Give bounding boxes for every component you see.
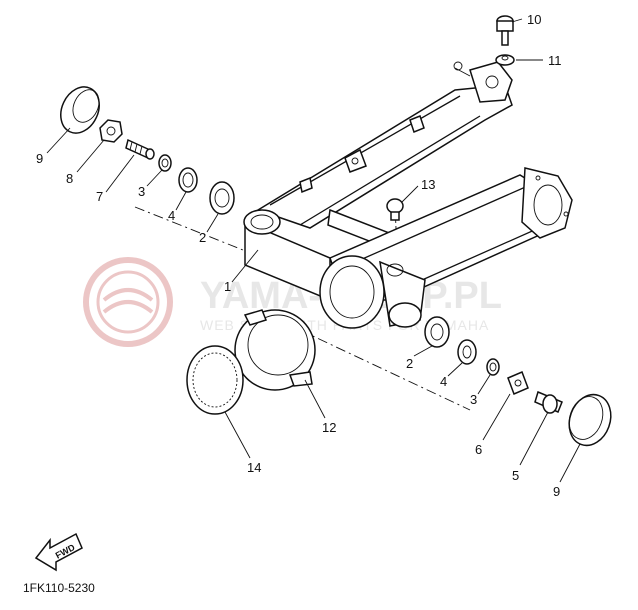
grease-nipple [386,198,404,221]
cap-9-right [568,393,612,447]
bolt-10 [496,15,514,46]
fwd-arrow-icon: FWD [34,532,83,572]
collar-3-right [486,358,500,376]
callout-2-left: 2 [199,230,206,245]
callout-1: 1 [224,279,231,294]
callout-5: 5 [512,468,519,483]
bearing-2-left [209,181,235,215]
washer-11 [495,54,515,66]
callout-8: 8 [66,171,73,186]
callout-labels: 10 11 13 9 8 7 3 4 2 1 2 4 3 6 5 9 12 14 [36,12,562,499]
callout-7: 7 [96,189,103,204]
callout-3-left: 3 [138,184,145,199]
callout-6: 6 [475,442,482,457]
callout-9-left: 9 [36,151,43,166]
cap-9-left [60,86,100,134]
callout-2-right: 2 [406,356,413,371]
ring-14 [186,345,244,415]
nut-8 [99,119,123,143]
plate-6 [507,371,529,395]
callout-4-left: 4 [168,208,175,223]
seal-4-right [457,339,477,365]
watermark-logo [83,257,173,347]
adjust-bolt-5 [534,390,563,414]
pivot-bolt-7 [125,138,155,160]
seal-4-left [178,167,198,193]
diagram-code: 1FK110-5230 [23,581,95,595]
axis-line-left [134,206,249,253]
callout-11: 11 [548,53,562,68]
chain-guide-12 [234,309,316,391]
swingarm [243,61,573,329]
callout-14: 14 [247,460,261,475]
bearing-2-right [424,316,450,348]
callout-4-right: 4 [440,374,447,389]
callout-9-right: 9 [553,484,560,499]
leader-lines [46,18,581,483]
collar-3-left [158,154,172,172]
callout-3-right: 3 [470,392,477,407]
callout-10: 10 [527,12,541,27]
callout-13: 13 [421,177,435,192]
callout-12: 12 [322,420,336,435]
